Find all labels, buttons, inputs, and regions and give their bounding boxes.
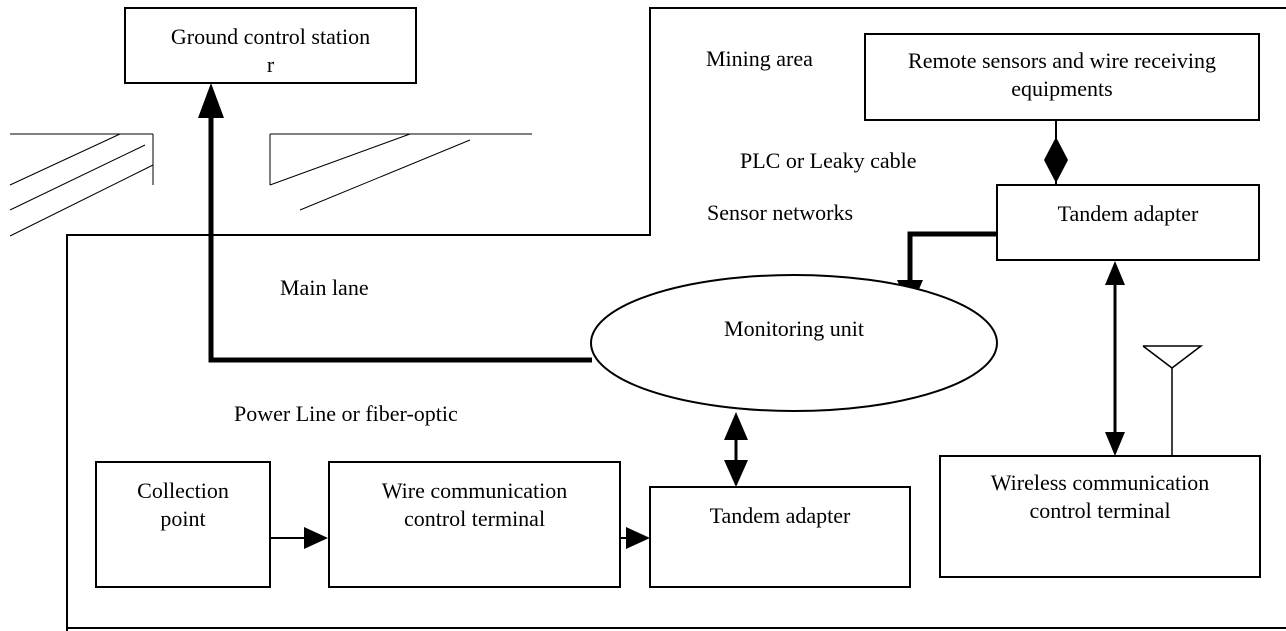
- mining-area-label: Mining area: [706, 46, 813, 71]
- wire-terminal-box: Wire communication control terminal: [328, 461, 621, 588]
- main-lane-label: Main lane: [280, 275, 369, 300]
- remote-sensors-line2: equipments: [1011, 76, 1113, 101]
- antenna-icon: [1142, 345, 1204, 456]
- wireless-terminal-box: Wireless communication control terminal: [939, 455, 1261, 578]
- ground-hatch-right: [269, 133, 532, 211]
- collection-point-box: Collection point: [95, 461, 271, 588]
- sensor-networks-label: Sensor networks: [707, 200, 854, 225]
- remote-sensors-box: Remote sensors and wire receiving equipm…: [864, 33, 1260, 121]
- remote-sensors-line1: Remote sensors and wire receiving: [908, 48, 1216, 73]
- ground-control-station-box: Ground control station r: [124, 7, 417, 84]
- collection-point-line1: Collection: [137, 478, 229, 503]
- monitoring-unit-shape: [590, 274, 998, 412]
- tandem-adapter-top-box: Tandem adapter: [996, 184, 1260, 261]
- arrowhead-right-tandem: [626, 527, 650, 549]
- tandem-adapter-top-label: Tandem adapter: [1057, 201, 1199, 226]
- arrowhead-up-monitoring: [724, 412, 748, 440]
- wireless-terminal-line2: control terminal: [1029, 498, 1171, 523]
- wire-terminal-line1: Wire communication: [381, 478, 568, 503]
- main-lane-link: [208, 100, 592, 363]
- arrowhead-down-tandem: [724, 460, 748, 487]
- tandem-to-monitoring-link: [907, 231, 996, 285]
- tandem-adapter-bottom-box: Tandem adapter: [649, 486, 911, 588]
- wire-terminal-line2: control terminal: [403, 506, 546, 531]
- ground-hatch-left: [9, 133, 154, 237]
- wireless-terminal-line1: Wireless communication: [990, 470, 1210, 495]
- power-line-label: Power Line or fiber-optic: [234, 401, 458, 426]
- tandem-adapter-bottom-label: Tandem adapter: [709, 503, 851, 528]
- diamond-connector: [1044, 137, 1068, 183]
- plc-cable-label: PLC or Leaky cable: [740, 148, 917, 173]
- arrowhead-up-tandem: [1105, 261, 1125, 285]
- collection-point-line2: point: [160, 506, 206, 531]
- monitoring-unit-label: Monitoring unit: [724, 316, 864, 341]
- arrowhead-up-ground: [198, 83, 224, 118]
- ground-control-line1: Ground control station: [170, 24, 371, 49]
- arrowhead-down-wireless: [1105, 432, 1125, 456]
- arrowhead-right-wire: [304, 527, 328, 549]
- ground-control-line2: r: [266, 52, 275, 77]
- mine-boundary-line: [66, 7, 1286, 631]
